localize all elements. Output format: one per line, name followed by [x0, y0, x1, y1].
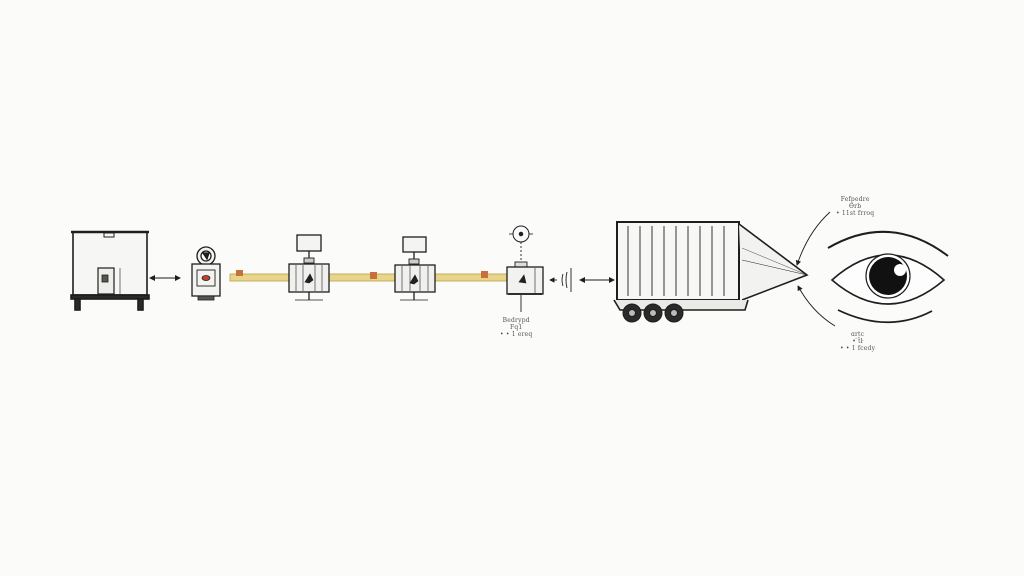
- marker: [236, 270, 243, 276]
- trailer: [613, 221, 809, 323]
- sight-arrow-top: [795, 211, 831, 266]
- note-line: • 11st frroq: [836, 210, 875, 217]
- note-line: ɑrtc: [850, 331, 865, 338]
- note-line: • • 1 ereq: [500, 331, 533, 338]
- terminal-station: [506, 225, 544, 312]
- terminal-note: Bedrypd Fq1 • • 1 ereq: [500, 317, 532, 338]
- eye-bottom-note: ɑrtc • ̈ẗŀ • • 1 fcedy: [840, 331, 875, 352]
- conveyor-belt: [229, 270, 509, 282]
- note-line: • ̈ẗŀ: [852, 338, 863, 345]
- marker: [370, 272, 377, 279]
- signal-icon: [549, 268, 572, 292]
- storage-cabinet: [70, 230, 150, 311]
- eye-top-note: Fefpedre Ѳrb • 11st frroq: [836, 196, 874, 217]
- eye-icon: [827, 230, 949, 324]
- note-line: Ѳrb: [849, 203, 862, 210]
- sight-arrow-bottom: [797, 285, 836, 327]
- marker: [481, 271, 488, 278]
- scanner-unit: [191, 246, 221, 301]
- note-line: Fefpedre: [840, 196, 870, 203]
- note-line: Bedrypd: [502, 317, 530, 324]
- station-2: [394, 236, 436, 301]
- note-line: Fq1: [510, 324, 523, 331]
- note-line: • • 1 fcedy: [840, 345, 876, 352]
- station-1: [288, 234, 330, 301]
